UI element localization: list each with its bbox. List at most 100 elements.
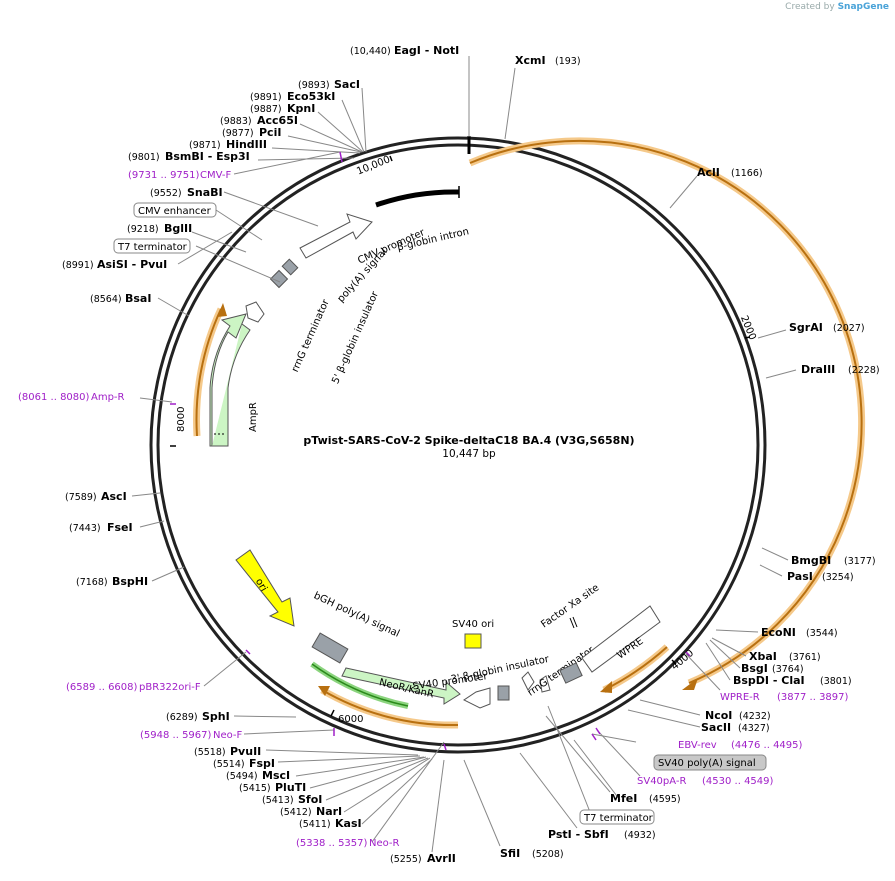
site-name-bsai[interactable]: BsaI	[125, 292, 151, 305]
site-pos-sgrai: (2027)	[833, 323, 865, 334]
site-name-econi[interactable]: EcoNI	[761, 626, 796, 639]
site-name-acli[interactable]: AclI	[697, 166, 720, 179]
site-pos-hindiii: (9871)	[189, 140, 221, 151]
t7-terminator-top-box[interactable]	[113, 238, 191, 254]
site-name-kasi[interactable]: KasI	[335, 817, 362, 830]
t7-terminator-top-label: T7 terminator	[117, 242, 188, 253]
ampr-orange-arrowhead	[217, 303, 227, 317]
spike-insert-arrowhead	[682, 678, 698, 690]
snapgene-brand: SnapGene	[837, 2, 889, 12]
primer-name-wpre-r[interactable]: WPRE-R	[720, 692, 760, 703]
grey-feature-1	[281, 258, 299, 276]
cmv-enhancer-label: CMV enhancer	[138, 206, 212, 217]
site-pos-acc65i: (9883)	[220, 116, 252, 127]
t7-terminator-bottom-label: T7 terminator	[583, 813, 654, 824]
site-pos-fspi: (5514)	[213, 759, 245, 770]
primer-pos-sv40pa-r: (4530 .. 4549)	[702, 776, 774, 787]
site-name-asci[interactable]: AscI	[101, 490, 127, 503]
cmv-promoter-arrow	[299, 213, 373, 259]
boxed-labels: CMV enhancer T7 terminator SV40 poly(A) …	[113, 202, 767, 825]
site-name-pcii[interactable]: PciI	[259, 126, 281, 139]
site-name-bspdi[interactable]: BspDI - ClaI	[733, 674, 805, 687]
site-name-bsphi[interactable]: BspHI	[112, 575, 148, 588]
beta-globin-intron-arc	[375, 189, 460, 208]
site-name-draiii[interactable]: DraIII	[801, 363, 835, 376]
cmv-enhancer-box[interactable]	[133, 202, 217, 218]
site-name-psti[interactable]: PstI - SbfI	[548, 828, 609, 841]
site-name-mfei[interactable]: MfeI	[610, 792, 637, 805]
site-pos-xcmi: (193)	[555, 56, 581, 67]
primer-name-sv40pa-r[interactable]: SV40pA-R	[637, 776, 686, 787]
site-pos-sacii: (4327)	[738, 723, 770, 734]
factor-xa-tick-1	[569, 617, 575, 629]
site-name-snabi[interactable]: SnaBI	[187, 186, 223, 199]
site-name-fsei[interactable]: FseI	[107, 521, 133, 534]
sv40-ori-label: SV40 ori	[452, 619, 494, 630]
rrng-terminator-top-label: rrnG terminator	[290, 297, 332, 374]
primer-name-amp-r[interactable]: Amp-R	[91, 392, 125, 403]
tick-mark-2000	[744, 336, 751, 339]
site-name-sfii[interactable]: SfiI	[500, 847, 520, 860]
primer-name-neo-f[interactable]: Neo-F	[213, 730, 243, 741]
site-pos-econi: (3544)	[806, 628, 838, 639]
tick-mark-10000	[389, 155, 393, 162]
primer-name-cmv-f[interactable]: CMV-F	[200, 170, 231, 181]
site-pos-bspdi: (3801)	[820, 676, 852, 687]
site-labels: (10,440) EagI - NotI XcmI (193) (9893) S…	[62, 44, 880, 865]
site-pos-mfei: (4595)	[649, 794, 681, 805]
site-name-ncoi[interactable]: NcoI	[705, 709, 732, 722]
site-name-fspi[interactable]: FspI	[249, 757, 275, 770]
ampr-label: AmpR	[248, 402, 259, 432]
site-name-bsgi[interactable]: BsgI	[741, 662, 768, 675]
neor-green-line	[311, 663, 409, 707]
site-name-saci[interactable]: SacI	[334, 78, 360, 91]
neor-kanr-arrow	[341, 667, 461, 705]
ampr-orange-line	[195, 308, 222, 437]
site-pos-bsai: (8564)	[90, 294, 122, 305]
grey-feature-wpre	[559, 662, 583, 684]
primer-name-pbr322ori-f[interactable]: pBR322ori-F	[139, 682, 201, 693]
site-name-nari[interactable]: NarI	[316, 805, 342, 818]
site-pos-sphi: (6289)	[166, 712, 198, 723]
site-name-kpni[interactable]: KpnI	[287, 102, 315, 115]
site-name-xbai[interactable]: XbaI	[749, 650, 777, 663]
tick-mark-4000	[671, 659, 677, 665]
site-name-acc65i[interactable]: Acc65I	[257, 114, 298, 127]
ampr-arrow	[209, 313, 247, 447]
site-pos-snabi: (9552)	[150, 188, 182, 199]
site-name-bglii[interactable]: BglII	[164, 222, 192, 235]
tick-8000: 8000	[176, 407, 187, 432]
primer-name-ebv-rev[interactable]: EBV-rev	[678, 740, 717, 751]
site-pos-ncoi: (4232)	[739, 711, 771, 722]
site-name-msci[interactable]: MscI	[262, 769, 290, 782]
site-pos-fsei: (7443)	[69, 523, 101, 534]
site-name-bsmbi[interactable]: BsmBI - Esp3I	[165, 150, 250, 163]
site-name-pluti[interactable]: PluTI	[275, 781, 306, 794]
site-name-eco53ki[interactable]: Eco53kI	[287, 90, 335, 103]
site-name-bmgbi[interactable]: BmgBI	[791, 554, 831, 567]
site-pos-kasi: (5411)	[299, 819, 331, 830]
white-feature-arrow	[245, 301, 265, 323]
rrng-small-arrow-2	[539, 675, 551, 693]
site-name-pvuii[interactable]: PvuII	[230, 745, 261, 758]
site-name-sacii[interactable]: SacII	[701, 721, 731, 734]
site-pos-pluti: (5415)	[239, 783, 271, 794]
factor-xa-tick-2	[572, 616, 578, 628]
site-name-hindiii[interactable]: HindIII	[226, 138, 267, 151]
site-name-eagi-noti[interactable]: EagI - NotI	[394, 44, 459, 57]
sv40-polya-signal-box[interactable]	[653, 754, 767, 771]
site-pos-pcii: (9877)	[222, 128, 254, 139]
site-name-sgrai[interactable]: SgrAI	[789, 321, 823, 334]
site-name-avrii[interactable]: AvrII	[427, 852, 456, 865]
site-name-sfoi[interactable]: SfoI	[298, 793, 322, 806]
site-name-xcmi[interactable]: XcmI	[515, 54, 546, 67]
t7-terminator-bottom-box[interactable]	[579, 809, 655, 825]
site-name-sphi[interactable]: SphI	[202, 710, 230, 723]
site-name-pasi[interactable]: PasI	[787, 570, 813, 583]
primer-pos-ebv-rev: (4476 .. 4495)	[731, 740, 803, 751]
site-pos-bmgbi: (3177)	[844, 556, 876, 567]
five-beta-globin-insulator-label: 5' β-globin insulator	[330, 289, 381, 386]
primer-name-neo-r[interactable]: Neo-R	[369, 838, 400, 849]
site-name-asisi[interactable]: AsiSI - PvuI	[97, 258, 167, 271]
